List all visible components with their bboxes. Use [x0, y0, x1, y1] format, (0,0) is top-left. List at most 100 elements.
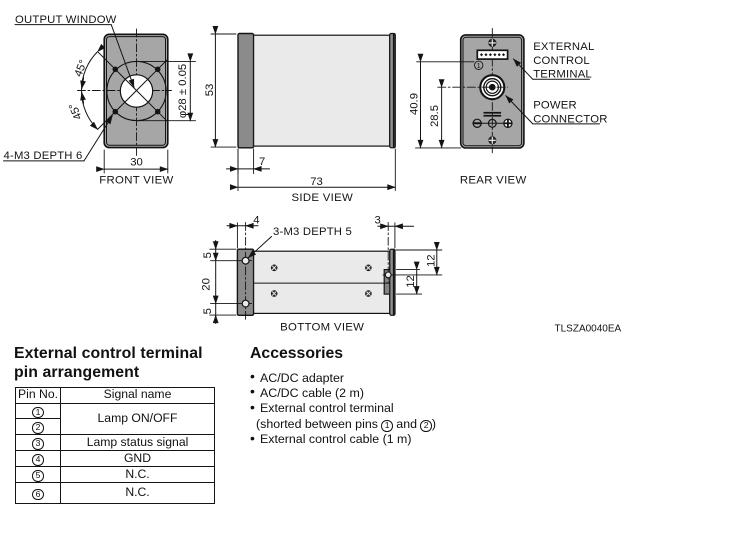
- power-label-line2: CONNECTOR: [533, 113, 607, 125]
- circled-number: 5: [32, 470, 44, 482]
- signal-name-cell: GND: [60, 450, 215, 468]
- dim4-value: 4: [253, 214, 259, 226]
- bottom-holes-leader: [247, 236, 272, 259]
- pin-table-title-line2: pin arrangement: [14, 363, 140, 381]
- rear-panel-inner-line: [462, 36, 523, 147]
- bottom-hole1: [241, 256, 250, 265]
- rear-slot-screw: [472, 118, 482, 129]
- bullet-icon: •: [250, 429, 255, 446]
- terminal-label-line1: EXTERNAL: [533, 41, 594, 53]
- circled-number: 1: [32, 406, 44, 419]
- power-leader: [505, 95, 534, 125]
- accessory-item: •AC/DC cable (2 m): [250, 383, 364, 400]
- side-view: 53 7 73 SIDE VIEW: [204, 26, 396, 204]
- pin-table-header-signal: Signal name: [60, 386, 215, 404]
- ground-bars: [483, 111, 502, 117]
- front-view: 45° 45° OUTPUT WINDOW 4-M3 DEPTH 6 30 φ2…: [3, 14, 196, 187]
- accessory-item: •External control terminal(shorted betwe…: [250, 398, 510, 432]
- accessories-list: •AC/DC adapter •AC/DC cable (2 m) •Exter…: [250, 368, 510, 448]
- dimension-drawing: 45° 45° OUTPUT WINDOW 4-M3 DEPTH 6 30 φ2…: [3, 14, 622, 335]
- bullet-icon: •: [250, 398, 255, 415]
- accessory-item: •External control cable (1 m): [250, 429, 412, 447]
- pin-table-section: External control terminal pin arrangemen…: [14, 345, 229, 505]
- front-holes-label: 4-M3 DEPTH 6: [4, 150, 83, 162]
- bottom-view: 4 3-M3 DEPTH 5 3 5 20 5 12 12 BOTTOM VIE…: [201, 214, 443, 333]
- rear-center-hole: [487, 118, 497, 128]
- tab-hole: [384, 271, 392, 279]
- angle-arc: [80, 43, 106, 130]
- bottom-hole2: [241, 299, 250, 308]
- circled-number: 2: [420, 420, 432, 432]
- bezel-depth-value: 7: [259, 156, 265, 168]
- dim5b-value: 5: [202, 308, 214, 314]
- dim12b-value: 12: [405, 275, 417, 288]
- pin-number-cell: 1: [15, 402, 61, 420]
- pin-table-title-line1: External control terminal: [14, 345, 203, 362]
- pin-table-row: 5 N.C.: [15, 466, 215, 484]
- accessory-item-continuation: (shorted between pins 1 and 2): [256, 416, 437, 432]
- signal-name-cell: Lamp ON/OFF: [60, 402, 215, 436]
- pin-table-row: 3 Lamp status signal: [15, 434, 215, 452]
- power-label-line1: POWER: [533, 99, 577, 111]
- rear-caption: REAR VIEW: [460, 174, 527, 186]
- side-front-bezel: [237, 32, 255, 149]
- accessories-title: Accessories: [250, 345, 344, 362]
- circled-number: 1: [381, 420, 393, 432]
- front-caption: FRONT VIEW: [99, 175, 173, 187]
- front-holes-leader: [83, 115, 113, 162]
- signal-name-cell: N.C.: [60, 466, 215, 484]
- terminal-connector: [476, 49, 509, 60]
- pin-number-cell: 4: [15, 450, 61, 468]
- signal-name-cell: Lamp status signal: [60, 434, 215, 452]
- pin-number-cell: 2: [15, 418, 61, 436]
- mount-ring: [106, 60, 167, 122]
- front-mount-holes: [112, 66, 161, 115]
- window-dia-value: φ28 ± 0.05: [177, 64, 189, 118]
- pin-number-cell: 5: [15, 466, 61, 484]
- angle-upper-label: 45°: [72, 58, 90, 78]
- pin-table-header-pin: Pin No.: [15, 386, 61, 404]
- pin-number-cell: 3: [15, 434, 61, 452]
- pin-table-row: 4 GND: [15, 450, 215, 468]
- pin-number-cell: 6: [15, 482, 61, 505]
- rear-dim-409-value: 40.9: [409, 93, 421, 115]
- accessories-section: Accessories •AC/DC adapter •AC/DC cable …: [250, 345, 510, 448]
- circled-number: 3: [32, 438, 44, 450]
- dim12a-value: 12: [425, 254, 437, 267]
- accessory-item: •AC/DC adapter: [250, 368, 345, 385]
- side-caption: SIDE VIEW: [292, 192, 354, 204]
- side-height-value: 53: [204, 84, 216, 97]
- bottom-holes-label: 3-M3 DEPTH 5: [273, 226, 352, 238]
- rear-view: 1: [409, 28, 607, 186]
- pin-table-row: 6 N.C.: [15, 482, 215, 505]
- bottom-screws: [270, 264, 372, 297]
- side-body: [253, 34, 391, 147]
- dim5a-value: 5: [202, 252, 214, 258]
- output-window-label: OUTPUT WINDOW: [15, 14, 117, 26]
- angle-lower-label: 45°: [67, 101, 85, 121]
- rear-dim-285-value: 28.5: [429, 105, 441, 127]
- rear-pin1-mark: 1: [474, 60, 484, 70]
- bullet-icon: •: [250, 368, 255, 384]
- pin-table: Pin No. Signal name 1 Lamp ON/OFF 2 3 La…: [15, 386, 215, 505]
- signal-name-cell: N.C.: [60, 482, 215, 505]
- rear-top-screw: [488, 38, 497, 48]
- bottom-body: [253, 250, 391, 314]
- dim20-value: 20: [201, 278, 213, 291]
- bullet-icon: •: [250, 383, 255, 400]
- rear-bottom-screw: [488, 136, 497, 145]
- terminal-label-line2: CONTROL: [533, 55, 590, 67]
- bottom-caption: BOTTOM VIEW: [280, 321, 364, 333]
- svg-text:1: 1: [477, 63, 481, 70]
- output-window-leader: [110, 24, 135, 88]
- pin-table-title: External control terminal pin arrangemen…: [14, 345, 229, 382]
- terminal-label-line3: TERMINAL: [533, 69, 592, 81]
- circled-number: 4: [32, 454, 44, 466]
- circled-number: 6: [32, 488, 44, 501]
- depth-value: 73: [310, 176, 323, 188]
- drawing-code: TLSZA0040EA: [555, 324, 622, 335]
- pin-table-row: 1 Lamp ON/OFF: [15, 402, 215, 436]
- terminal-leader: [513, 58, 534, 80]
- circled-number: 2: [32, 422, 44, 434]
